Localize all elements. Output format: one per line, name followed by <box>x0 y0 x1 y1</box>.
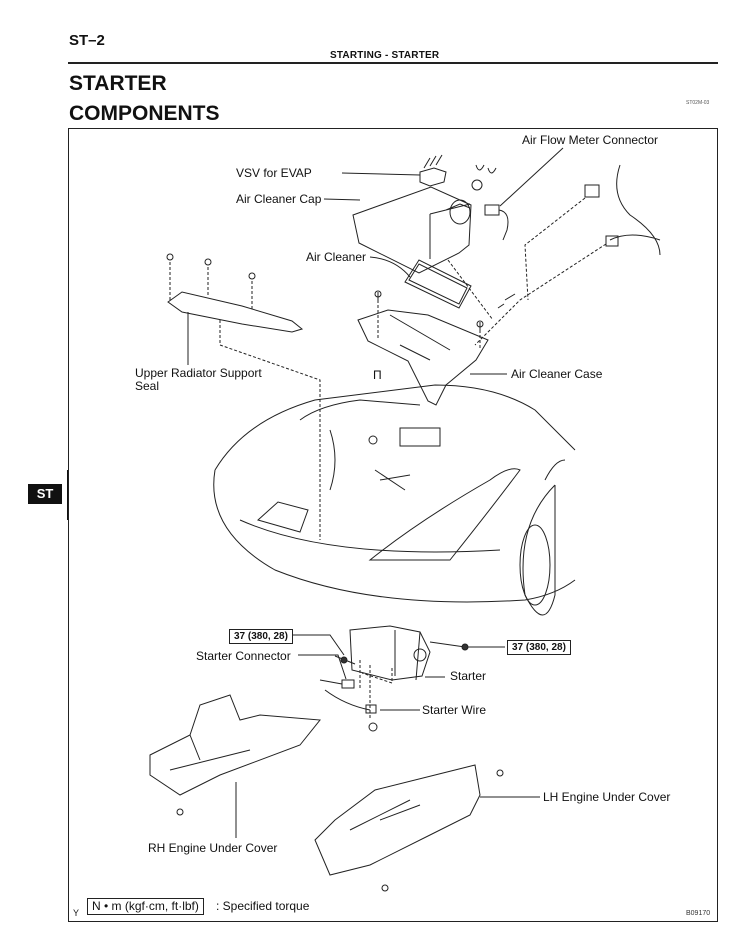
starter-bolt-right <box>429 641 466 648</box>
vehicle-front-body <box>213 384 576 616</box>
bolt-head <box>461 643 469 651</box>
case-bolt-dash <box>377 300 481 350</box>
label-air-cleaner: Air Cleaner <box>306 250 367 264</box>
torque-spec-right: 37 (380, 28) <box>507 640 571 655</box>
label-lh-engine-under-cover: LH Engine Under Cover <box>543 790 671 804</box>
clamp-ring <box>471 179 483 191</box>
starter-part <box>349 625 431 681</box>
label-air-cleaner-cap: Air Cleaner Cap <box>236 192 322 206</box>
label-upper-radiator-support-seal-2: Seal <box>135 379 160 393</box>
tab-rule <box>67 470 69 520</box>
torque-spec-left: 37 (380, 28) <box>229 629 293 644</box>
label-starter-connector: Starter Connector <box>196 649 291 663</box>
label-case-mark: Π <box>373 368 382 382</box>
hose-clamp <box>497 293 516 309</box>
page-number: ST–2 <box>69 32 105 49</box>
label-starter: Starter <box>450 669 487 683</box>
leader-vsv <box>341 172 421 176</box>
header-rule <box>68 62 718 64</box>
lh-under-cover-part <box>314 764 504 892</box>
air-flow-meter-connector-part <box>484 204 509 241</box>
label-air-flow-meter-connector: Air Flow Meter Connector <box>522 133 659 147</box>
starter-dash-lines <box>359 660 393 720</box>
label-starter-wire: Starter Wire <box>422 703 487 717</box>
leader-afm <box>499 147 564 207</box>
diagram-frame <box>68 128 718 922</box>
label-upper-radiator-support-seal: Upper Radiator Support <box>135 366 262 380</box>
rh-under-cover-part <box>149 694 321 816</box>
legend-marker: Y <box>73 908 80 918</box>
leader-air-cleaner <box>369 256 411 278</box>
starter-connector-part <box>319 679 355 689</box>
leader-torque-left <box>290 634 345 656</box>
label-air-cleaner-case: Air Cleaner Case <box>511 367 603 381</box>
label-vsv-for-evap: VSV for EVAP <box>236 166 312 180</box>
air-cleaner-case-part <box>357 290 489 406</box>
connector-dash-lines <box>474 197 607 346</box>
reference-code: ST02M-03 <box>686 100 710 106</box>
starter-wire-part <box>324 689 378 732</box>
radiator-support-seal-part <box>166 253 304 333</box>
section-title: STARTER <box>69 72 167 95</box>
seal-dash-lines <box>169 262 321 540</box>
vsv-evap-part <box>419 154 447 187</box>
label-rh-engine-under-cover: RH Engine Under Cover <box>148 841 278 855</box>
air-cleaner-element <box>404 259 472 309</box>
clips <box>475 164 497 174</box>
section-subtitle: COMPONENTS <box>69 102 220 125</box>
legend-unit-box: N • m (kgf·cm, ft·lbf) <box>87 898 204 915</box>
figure-code: B09170 <box>686 910 711 917</box>
wire-harness <box>584 164 661 256</box>
legend-text: : Specified torque <box>216 899 310 913</box>
air-cleaner-cap-part <box>352 186 472 274</box>
running-head: STARTING - STARTER <box>330 50 440 61</box>
leader-starter-connector <box>298 654 347 680</box>
cap-dash-line <box>447 259 494 321</box>
leader-cap <box>323 198 361 201</box>
section-tab[interactable]: ST <box>28 484 62 504</box>
bolt-head-left <box>340 656 348 664</box>
